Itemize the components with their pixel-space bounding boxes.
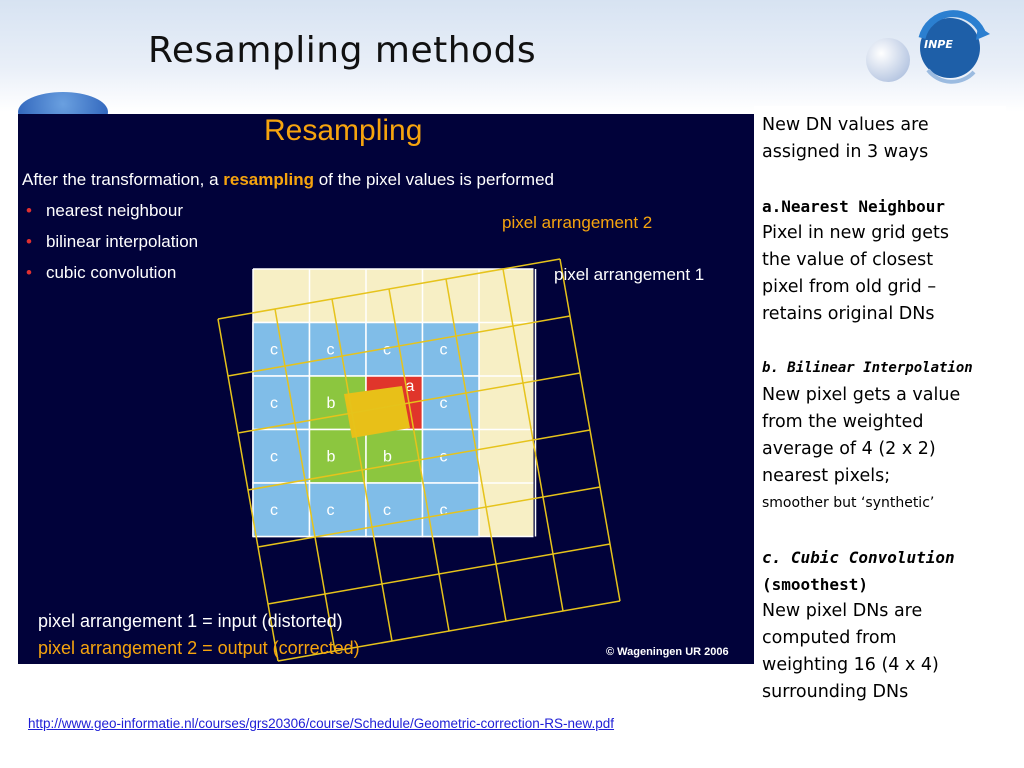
bullet-item: • bilinear interpolation bbox=[26, 232, 198, 252]
nearest-neighbour-title: a.Nearest Neighbour bbox=[762, 197, 946, 216]
source-link[interactable]: http://www.geo-informatie.nl/courses/grs… bbox=[28, 716, 615, 731]
nn-line: Pixel in new grid gets bbox=[762, 223, 949, 243]
grid-cell-label: a bbox=[406, 378, 415, 395]
bullet-label: nearest neighbour bbox=[45, 201, 183, 220]
sidebar-intro-line: New DN values are bbox=[762, 115, 929, 135]
bilinear-note: smoother but ‘synthetic’ bbox=[762, 495, 935, 511]
bullet-dot-icon: • bbox=[26, 263, 32, 282]
decor-bubble-right bbox=[866, 38, 910, 82]
grid-cell bbox=[365, 482, 424, 538]
grid-cell-label: c bbox=[326, 502, 334, 519]
label-arrangement-1: pixel arrangement 1 bbox=[554, 265, 705, 284]
bilinear-title: b. Bilinear Interpolation bbox=[762, 360, 973, 376]
grid-cell-label: c bbox=[439, 342, 447, 359]
intro-post: of the pixel values is performed bbox=[313, 170, 554, 189]
footer-arrangement-1: pixel arrangement 1 = input (distorted) bbox=[38, 611, 343, 631]
grid-cell bbox=[421, 428, 480, 484]
grid-cell bbox=[308, 482, 367, 538]
bi-line: New pixel gets a value bbox=[762, 385, 961, 405]
grid-cell bbox=[421, 375, 480, 431]
figure-copyright: © Wageningen UR 2006 bbox=[606, 646, 729, 658]
nn-line: retains original DNs bbox=[762, 304, 935, 324]
bullet-label: bilinear interpolation bbox=[45, 232, 199, 251]
grid-cell bbox=[252, 482, 311, 538]
cc-line: surrounding DNs bbox=[762, 682, 909, 702]
inpe-logo bbox=[918, 10, 990, 84]
bi-line: average of 4 (2 x 2) bbox=[762, 439, 936, 459]
grid-cell-label: c bbox=[270, 502, 278, 519]
bi-line: nearest pixels; bbox=[762, 466, 891, 486]
header-background bbox=[0, 0, 1024, 112]
figure-intro: After the transformation, a resampling o… bbox=[22, 170, 554, 190]
slide-title: Resampling methods bbox=[148, 30, 537, 71]
bullet-label: cubic convolution bbox=[45, 263, 177, 282]
nn-line: pixel from old grid – bbox=[762, 277, 937, 297]
intro-highlight: resampling bbox=[223, 170, 314, 189]
output-grid-line bbox=[267, 543, 611, 605]
bullet-item: • nearest neighbour bbox=[26, 201, 183, 221]
grid-cell-label: c bbox=[326, 342, 334, 359]
grid-cell-label: c bbox=[270, 449, 278, 466]
figure-heading: Resampling bbox=[264, 114, 423, 147]
grid-cell bbox=[252, 321, 311, 377]
grid-cell-label: c bbox=[270, 342, 278, 359]
resampled-pixel bbox=[344, 386, 410, 438]
cubic-subtitle: (smoothest) bbox=[762, 575, 868, 594]
bullet-dot-icon: • bbox=[26, 201, 32, 220]
grid-cell bbox=[365, 428, 424, 484]
nn-line: the value of closest bbox=[762, 250, 934, 270]
grid-cell-label: c bbox=[439, 502, 447, 519]
sidebar-explanation: New DN values are assigned in 3 ways a.N… bbox=[754, 106, 1006, 710]
resampling-figure: Resampling After the transformation, a r… bbox=[18, 114, 754, 664]
cc-line: computed from bbox=[762, 628, 897, 648]
bi-line: from the weighted bbox=[762, 412, 924, 432]
grid-cell-label: c bbox=[270, 395, 278, 412]
logo-text: INPE bbox=[924, 38, 953, 51]
cubic-title: c. Cubic Convolution bbox=[762, 548, 955, 567]
grid-cell-label: c bbox=[383, 502, 391, 519]
bullet-item: • cubic convolution bbox=[26, 263, 176, 283]
grid-cell-label: b bbox=[326, 449, 335, 466]
grid-cell-label: c bbox=[383, 342, 391, 359]
grid-cell bbox=[421, 321, 480, 377]
bullet-dot-icon: • bbox=[26, 232, 32, 251]
output-grid-line bbox=[277, 600, 621, 662]
label-arrangement-2: pixel arrangement 2 bbox=[502, 213, 653, 232]
intro-pre: After the transformation, a bbox=[22, 170, 224, 189]
cc-line: weighting 16 (4 x 4) bbox=[762, 655, 939, 675]
sidebar-intro-line: assigned in 3 ways bbox=[762, 142, 929, 162]
pixel-grid-diagram: c c c c c b a c c b b c c c c c bbox=[217, 258, 621, 662]
grid-cell-label: c bbox=[439, 449, 447, 466]
grid-cell bbox=[365, 321, 424, 377]
grid-cell-label: c bbox=[439, 395, 447, 412]
grid-cell-label: b bbox=[326, 395, 335, 412]
output-grid-line bbox=[559, 258, 621, 602]
cc-line: New pixel DNs are bbox=[762, 601, 923, 621]
footer-arrangement-2: pixel arrangement 2 = output (corrected) bbox=[38, 638, 360, 658]
grid-cell-label: b bbox=[383, 449, 392, 466]
